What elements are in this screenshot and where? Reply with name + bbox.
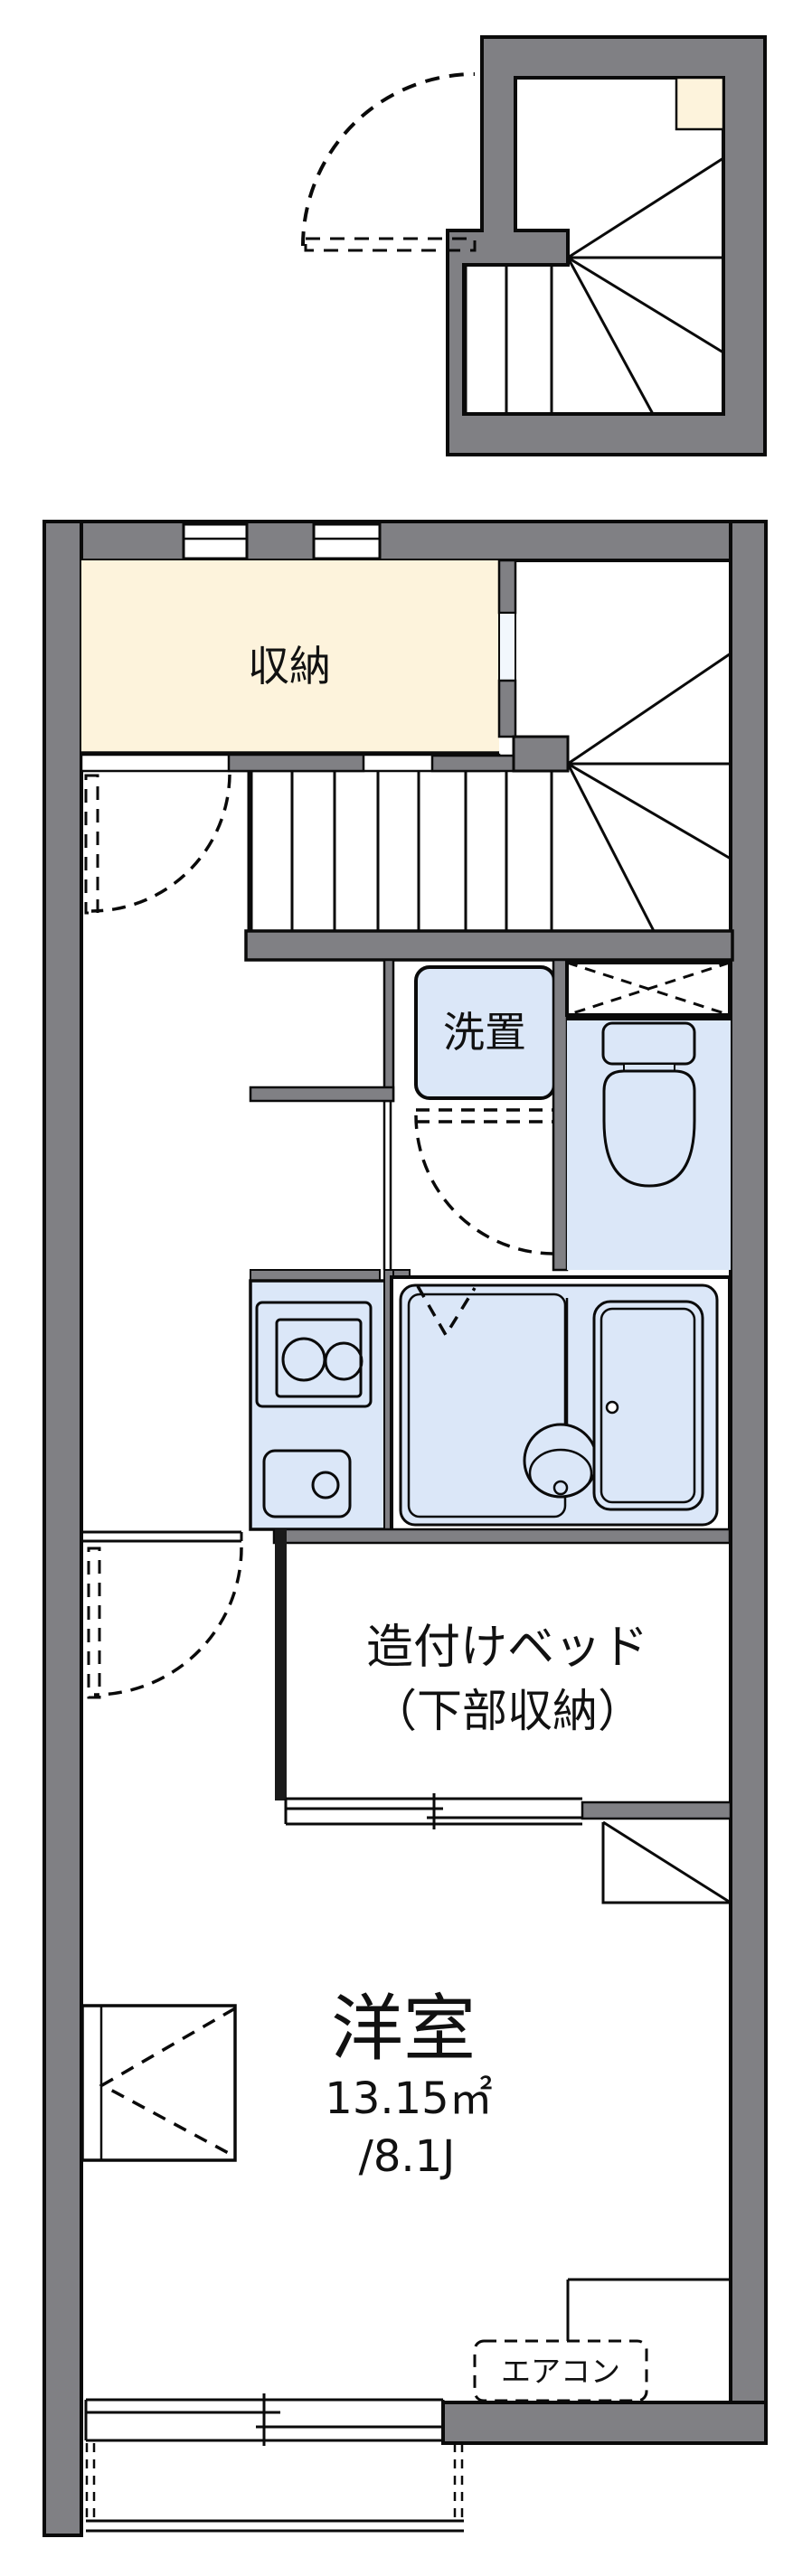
wall-right — [729, 520, 768, 2445]
built-in-bed-label-line2: （下部収納） — [372, 1685, 643, 1737]
right-closet — [601, 1820, 732, 1904]
western-room: 洋室 13.15㎡ /8.1J — [325, 1987, 492, 2182]
window-icon — [312, 522, 382, 560]
bedroom-top-wall — [272, 1528, 732, 1545]
window-icon — [182, 522, 249, 560]
toilet-bowl-icon — [602, 1069, 696, 1188]
wall-bottom-right — [441, 2401, 768, 2445]
bathroom — [383, 1269, 732, 1537]
laundry-space: 洗置 — [414, 965, 556, 1100]
hallway-door-swing — [84, 774, 231, 915]
fold-down-bed-symbol — [80, 2004, 237, 2162]
wall-top — [42, 520, 768, 562]
western-room-area-jo: /8.1J — [359, 2131, 456, 2182]
top-wall-windows — [182, 522, 382, 560]
wall-left — [42, 520, 83, 2537]
hallway-divider — [81, 1530, 243, 1543]
bath-folding-door-icon — [416, 1285, 477, 1339]
washroom-wall-vertical — [382, 958, 395, 1103]
bed-room-window-icon — [284, 1793, 582, 1829]
unit-staircase — [247, 652, 732, 932]
washroom-door-swing — [414, 1108, 554, 1255]
built-in-bed-label-line1: 造付けベッド — [366, 1621, 648, 1675]
main-unit: 収納 — [42, 520, 768, 2537]
washroom-wall-horizontal — [249, 1086, 395, 1103]
stair-lower-wall — [244, 929, 734, 962]
storage-room-label: 収納 — [248, 642, 331, 691]
western-room-door-swing — [87, 1547, 243, 1699]
storage-room: 収納 — [80, 559, 517, 773]
shower-floor — [407, 1293, 567, 1518]
balcony — [85, 2443, 464, 2533]
overhead-shelf — [565, 961, 732, 1017]
interior-window-icon — [498, 612, 516, 682]
bathtub-icon — [592, 1300, 704, 1511]
toilet-room — [567, 1017, 731, 1270]
stairhouse-closet-nook — [675, 76, 725, 131]
bedroom-left-wall — [275, 1529, 287, 1800]
built-in-bed-room: 造付けベッド （下部収納） — [284, 1621, 732, 1829]
entrance-door-swing — [301, 72, 477, 252]
air-conditioner: エアコン — [473, 2339, 648, 2402]
sliding-door-panel — [227, 753, 365, 773]
western-room-label: 洋室 — [331, 1987, 476, 2071]
stairhouse-winder-treads — [464, 156, 724, 415]
kitchen-sink-icon — [262, 1449, 352, 1518]
balcony-window-icon — [84, 2393, 445, 2446]
stairhouse-walls — [446, 35, 767, 456]
laundry-space-label: 洗置 — [443, 1008, 526, 1057]
entrance-stair-structure — [301, 35, 767, 456]
toilet-wall — [552, 958, 569, 1272]
stair-newel-wall — [512, 735, 570, 773]
air-conditioner-label: エアコン — [501, 2354, 620, 2389]
toilet-tank-icon — [601, 1021, 696, 1066]
western-room-area-sqm: 13.15㎡ — [325, 2073, 492, 2124]
